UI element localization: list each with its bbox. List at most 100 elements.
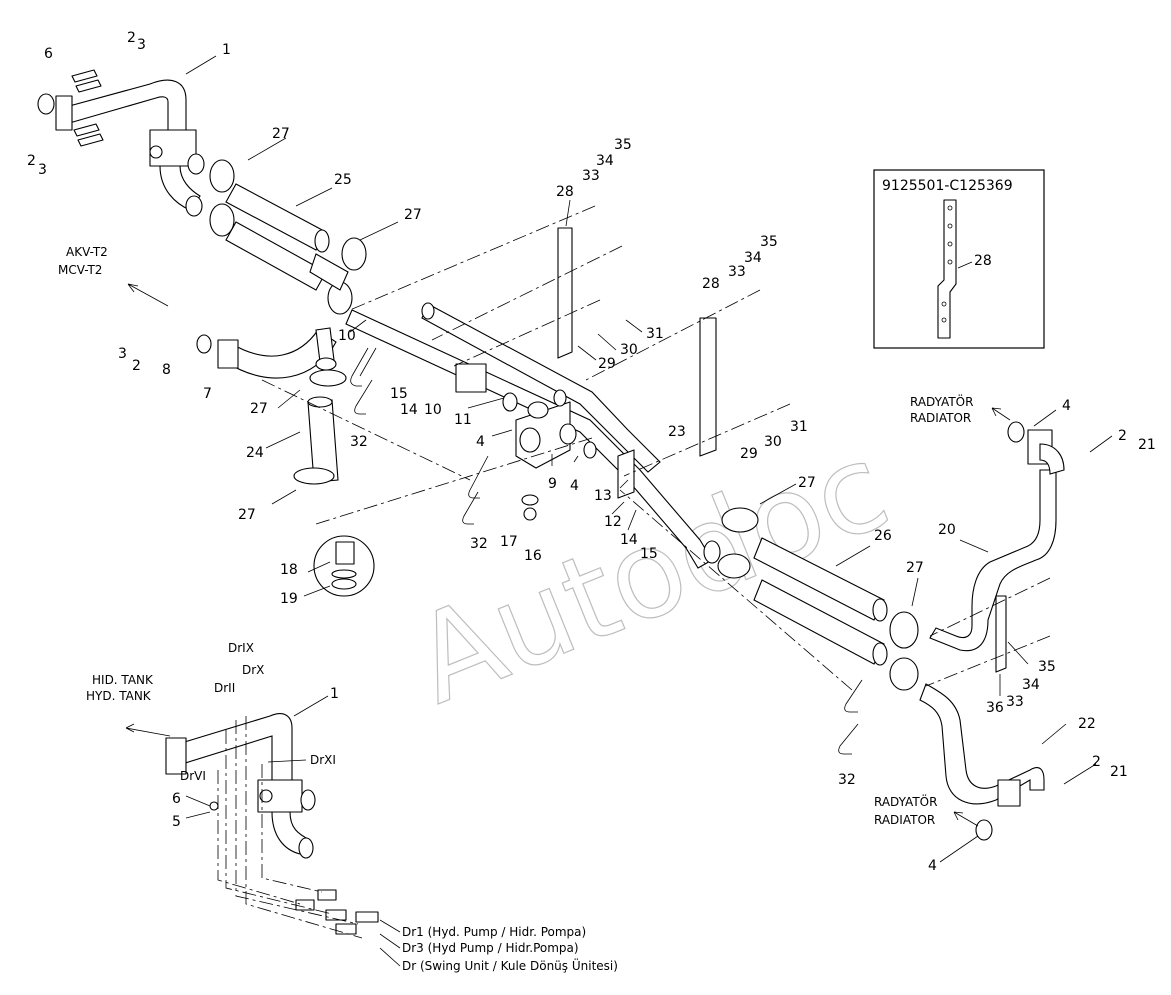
label-radiator-en-top: RADIATOR bbox=[910, 411, 971, 425]
label-hyd-tank: HYD. TANK bbox=[86, 689, 152, 703]
inset-detail: 9125501-C125369 28 bbox=[873, 169, 1045, 349]
drain-fittings bbox=[295, 889, 379, 935]
callout-36: 36 bbox=[986, 700, 1004, 716]
callout-9: 9 bbox=[548, 476, 557, 492]
label-radiator-tr-top: RADYATÖR bbox=[910, 393, 973, 409]
label-radiator-en-bottom: RADIATOR bbox=[874, 813, 935, 827]
callout-33-b: 33 bbox=[728, 264, 746, 280]
callout-10-a: 10 bbox=[338, 328, 356, 344]
callout-26: 26 bbox=[874, 528, 892, 544]
callout-2-mid: 2 bbox=[132, 358, 141, 374]
label-dr1: Dr1 (Hyd. Pump / Hidr. Pompa) bbox=[402, 925, 586, 939]
callout-27-e: 27 bbox=[798, 475, 816, 491]
manifold-bottom-left bbox=[165, 713, 316, 859]
text-labels: AKV-T2 MCV-T2 RADYATÖR RADIATOR RADYATÖR… bbox=[58, 245, 973, 973]
label-radiator-tr-bottom: RADYATÖR bbox=[874, 793, 937, 809]
label-dr-x: DrX bbox=[242, 663, 264, 677]
callout-6-top: 6 bbox=[44, 46, 53, 62]
callout-28-inset: 28 bbox=[974, 253, 992, 269]
callout-14-b: 14 bbox=[620, 532, 638, 548]
inset-title: 9125501-C125369 bbox=[882, 178, 1013, 194]
main-pipe bbox=[345, 302, 721, 569]
callout-32-c: 32 bbox=[838, 772, 856, 788]
hose-24 bbox=[293, 369, 347, 485]
direction-arrows bbox=[125, 283, 1011, 827]
label-dr3: Dr3 (Hyd Pump / Hidr.Pompa) bbox=[402, 941, 579, 955]
callout-33-c: 33 bbox=[1006, 694, 1024, 710]
callout-35-c: 35 bbox=[1038, 659, 1056, 675]
callout-2-r: 2 bbox=[1118, 428, 1127, 444]
label-akv: AKV-T2 bbox=[66, 245, 108, 259]
callout-35-a: 35 bbox=[614, 137, 632, 153]
callout-15-b: 15 bbox=[640, 546, 658, 562]
callout-28-a: 28 bbox=[556, 184, 574, 200]
reference-lines bbox=[217, 205, 1051, 939]
callout-35-b: 35 bbox=[760, 234, 778, 250]
callout-27-d: 27 bbox=[238, 507, 256, 523]
callout-8: 8 bbox=[162, 362, 171, 378]
callout-5: 5 bbox=[172, 814, 181, 830]
u-bolts bbox=[350, 347, 863, 755]
callout-21-a: 21 bbox=[1138, 437, 1156, 453]
valve-block bbox=[455, 363, 635, 521]
callout-3-mid: 3 bbox=[118, 346, 127, 362]
callout-11: 11 bbox=[454, 412, 472, 428]
callout-27-c: 27 bbox=[250, 401, 268, 417]
callout-4-d: 4 bbox=[928, 858, 937, 874]
callout-3-top: 3 bbox=[137, 37, 146, 53]
callout-24: 24 bbox=[246, 445, 264, 461]
callout-32-a: 32 bbox=[350, 434, 368, 450]
clamps-27 bbox=[717, 507, 919, 691]
callout-4-b: 4 bbox=[570, 478, 579, 494]
callout-20: 20 bbox=[938, 522, 956, 538]
callout-29-b: 29 bbox=[740, 446, 758, 462]
label-dr-xi: DrXI bbox=[310, 753, 336, 767]
callout-1-bottom: 1 bbox=[330, 686, 339, 702]
pipe-22 bbox=[919, 683, 1045, 841]
callout-19: 19 bbox=[280, 591, 298, 607]
callout-4-c: 4 bbox=[1062, 398, 1071, 414]
callout-27-a: 27 bbox=[272, 126, 290, 142]
callout-14-a: 14 bbox=[400, 402, 418, 418]
callout-2-top: 2 bbox=[127, 30, 136, 46]
label-dr-ii: DrII bbox=[214, 681, 235, 695]
callout-34-a: 34 bbox=[596, 153, 614, 169]
callout-21-b: 21 bbox=[1110, 764, 1128, 780]
callout-6-bottom: 6 bbox=[172, 791, 181, 807]
callout-27-b: 27 bbox=[404, 207, 422, 223]
label-dr-vi: DrVI bbox=[180, 769, 206, 783]
callout-27-f: 27 bbox=[906, 560, 924, 576]
elbow-7 bbox=[196, 327, 337, 379]
dr-leaders bbox=[379, 919, 401, 967]
callout-12: 12 bbox=[604, 514, 622, 530]
label-hid-tank: HID. TANK bbox=[92, 673, 154, 687]
callout-30-b: 30 bbox=[764, 434, 782, 450]
plug-detail bbox=[313, 535, 375, 597]
callout-25: 25 bbox=[334, 172, 352, 188]
callout-3-left: 3 bbox=[38, 162, 47, 178]
callout-29-a: 29 bbox=[598, 356, 616, 372]
label-mcv: MCV-T2 bbox=[58, 263, 102, 277]
callout-30-a: 30 bbox=[620, 342, 638, 358]
callout-31-b: 31 bbox=[790, 419, 808, 435]
callout-16: 16 bbox=[524, 548, 542, 564]
callout-2-rb: 2 bbox=[1092, 754, 1101, 770]
callout-18: 18 bbox=[280, 562, 298, 578]
callout-7: 7 bbox=[203, 386, 212, 402]
callout-10-b: 10 bbox=[424, 402, 442, 418]
callout-22: 22 bbox=[1078, 716, 1096, 732]
callout-33-a: 33 bbox=[582, 168, 600, 184]
callout-28-b: 28 bbox=[702, 276, 720, 292]
callout-32-b: 32 bbox=[470, 536, 488, 552]
callout-1-top: 1 bbox=[222, 42, 231, 58]
callout-15-a: 15 bbox=[390, 386, 408, 402]
hose-25 bbox=[209, 159, 367, 315]
callout-2-left: 2 bbox=[27, 153, 36, 169]
label-dr-ix: DrIX bbox=[228, 641, 254, 655]
callout-34-b: 34 bbox=[744, 250, 762, 266]
callouts: 1 2 3 6 2 3 27 25 27 28 33 34 35 31 30 2… bbox=[27, 30, 1156, 874]
callout-31-a: 31 bbox=[646, 326, 664, 342]
callout-4-a: 4 bbox=[476, 434, 485, 450]
callout-17: 17 bbox=[500, 534, 518, 550]
